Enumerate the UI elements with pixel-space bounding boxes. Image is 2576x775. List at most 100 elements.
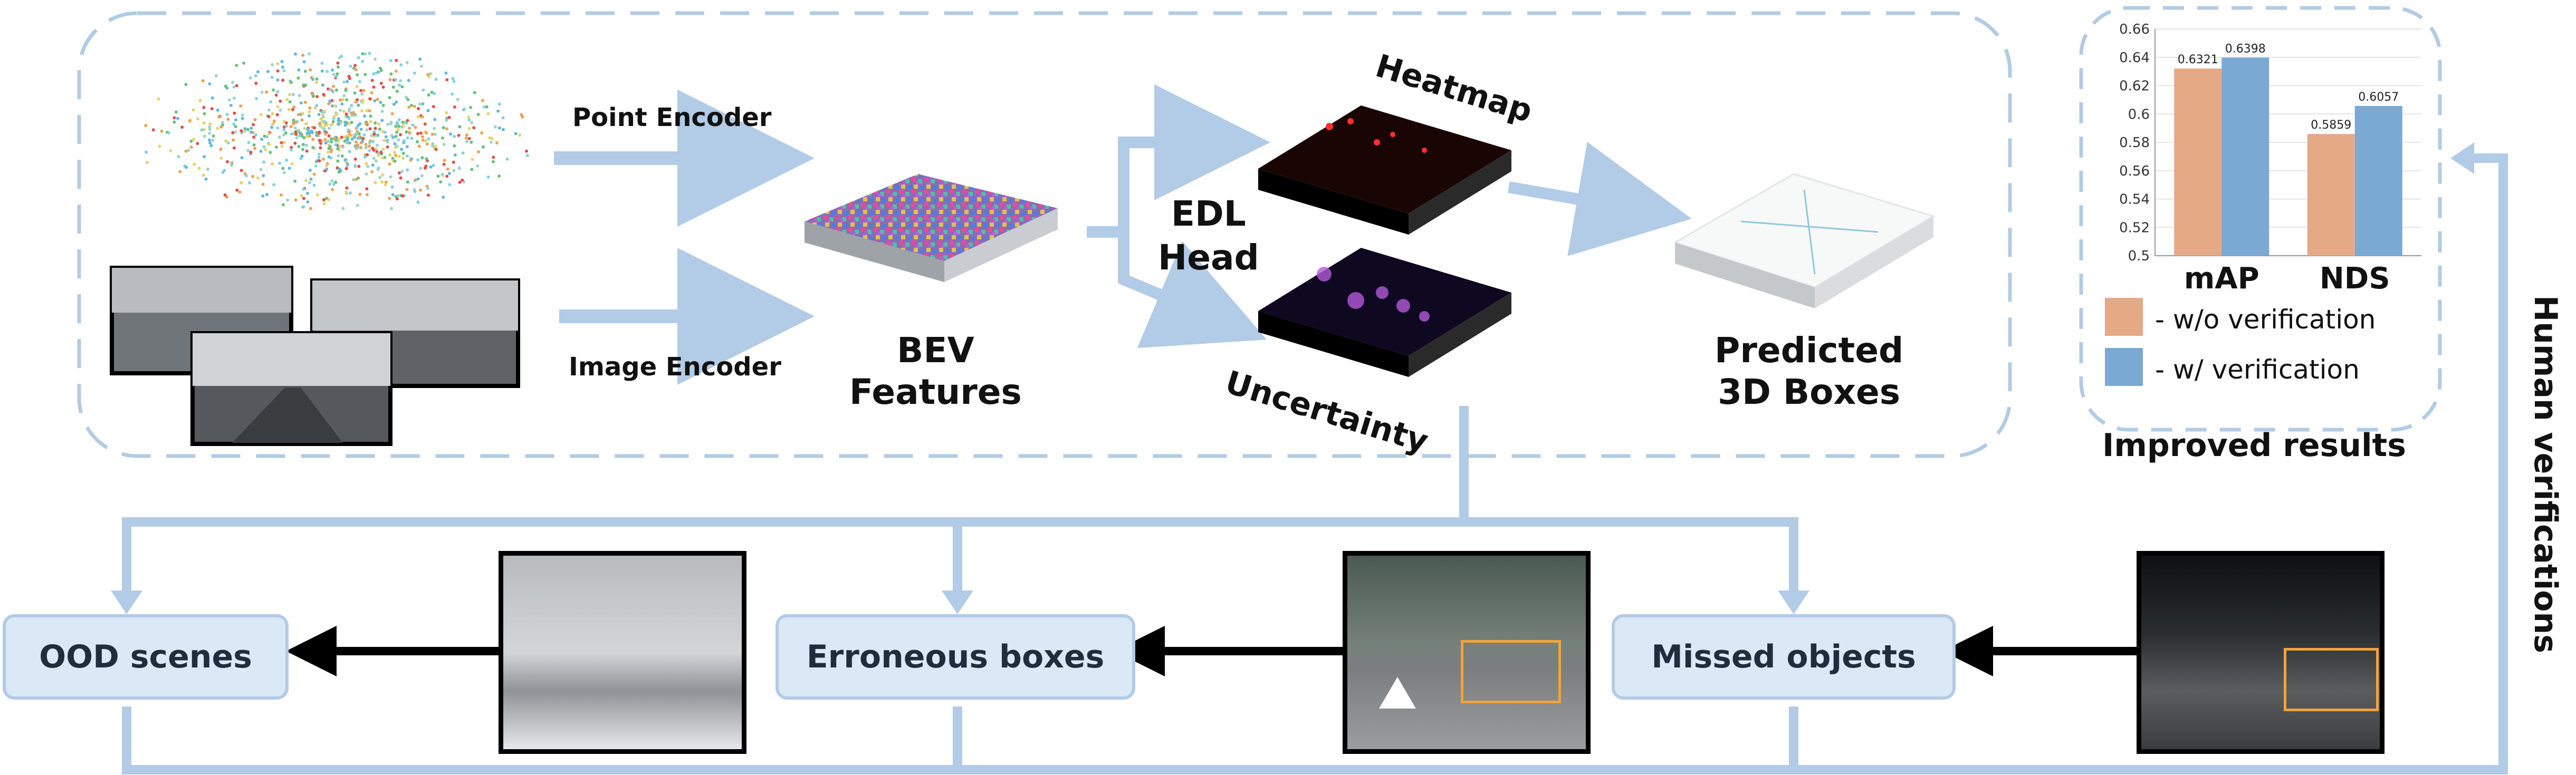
lidar-point [365, 172, 368, 176]
lidar-point [338, 167, 341, 171]
lidar-point [344, 121, 348, 125]
lidar-point [214, 74, 218, 78]
lidar-point [294, 52, 298, 56]
bar-value-label: 0.6057 [2358, 91, 2399, 104]
y-tick-label: 0.62 [2119, 79, 2150, 94]
lidar-point [430, 144, 434, 148]
lidar-point [368, 109, 371, 112]
lidar-point [323, 124, 327, 128]
lidar-point [276, 90, 280, 93]
lidar-point [241, 113, 244, 117]
lidar-point [357, 56, 360, 60]
lidar-point [456, 98, 459, 101]
lidar-point [389, 175, 392, 179]
lidar-point [457, 166, 461, 170]
lidar-point [370, 91, 374, 94]
lidar-point [252, 143, 256, 147]
lidar-point [374, 121, 377, 125]
lidar-point [221, 170, 225, 174]
lidar-point [395, 197, 399, 201]
lidar-point [380, 119, 384, 122]
lidar-point [326, 150, 330, 154]
lidar-point [330, 140, 333, 144]
lidar-point [363, 114, 367, 118]
lidar-point [393, 159, 397, 163]
lidar-point [189, 139, 193, 143]
lidar-point [497, 175, 501, 178]
lidar-point [231, 131, 235, 134]
lidar-point [308, 106, 312, 110]
lidar-point [405, 145, 409, 149]
lidar-point [198, 99, 202, 102]
lidar-point [336, 159, 340, 163]
lidar-point [290, 162, 294, 166]
lidar-point [314, 164, 318, 168]
lidar-point [216, 127, 219, 130]
lidar-point [302, 143, 305, 146]
lidar-point [355, 144, 359, 148]
lidar-point [347, 117, 351, 120]
lidar-point [309, 177, 313, 181]
lidar-point [330, 137, 333, 141]
lidar-point [293, 141, 297, 145]
lidar-point [410, 103, 414, 107]
lidar-point [248, 181, 252, 185]
lidar-point [520, 113, 523, 117]
lidar-point [209, 144, 213, 148]
lidar-point [360, 109, 363, 113]
legend-swatch-with [2105, 348, 2143, 386]
lidar-point [389, 72, 393, 76]
lidar-point [346, 162, 349, 166]
lidar-point [403, 139, 406, 142]
lidar-point [332, 114, 336, 118]
lidar-point [311, 78, 314, 81]
lidar-point [348, 150, 351, 153]
x-category-label: NDS [2320, 261, 2390, 296]
arrow-to-ood [111, 590, 142, 614]
lidar-point [416, 158, 420, 162]
lidar-point [348, 130, 351, 133]
lidar-point [296, 76, 300, 80]
lidar-point [325, 164, 329, 168]
lidar-point [315, 193, 319, 197]
lidar-point [384, 183, 387, 187]
lidar-point [338, 137, 341, 141]
lidar-point [353, 157, 357, 161]
lidar-point [322, 109, 326, 113]
lidar-point [298, 134, 302, 138]
lidar-point [452, 80, 456, 83]
lidar-point [289, 125, 293, 129]
lidar-point [406, 168, 409, 172]
lidar-point [389, 59, 392, 62]
lidar-point [261, 194, 265, 198]
lidar-point [421, 138, 425, 142]
lidar-point [265, 90, 269, 94]
lidar-point [365, 109, 369, 112]
lidar-point [260, 138, 264, 141]
lidar-point [416, 140, 419, 143]
lidar-point [337, 170, 341, 174]
lidar-point [281, 79, 284, 82]
lidar-point [414, 125, 417, 129]
lidar-point [476, 113, 480, 117]
lidar-point [305, 143, 309, 147]
lidar-point [377, 122, 381, 126]
lidar-point [420, 174, 424, 178]
lidar-point [390, 186, 394, 189]
lidar-point [227, 98, 231, 102]
lidar-point [296, 129, 300, 132]
edl-branch-arrows [1087, 84, 1270, 348]
lidar-point [185, 166, 188, 169]
lidar-point [322, 93, 325, 96]
lidar-point [348, 107, 351, 111]
lidar-point [396, 194, 400, 198]
lidar-point [372, 85, 376, 89]
lidar-point [399, 133, 402, 137]
lidar-point [231, 81, 235, 84]
y-tick-label: 0.52 [2119, 220, 2150, 236]
lidar-point [434, 132, 437, 136]
lidar-point [342, 110, 346, 113]
lidar-point [356, 204, 359, 207]
lidar-point [406, 136, 409, 140]
lidar-point [394, 153, 398, 157]
